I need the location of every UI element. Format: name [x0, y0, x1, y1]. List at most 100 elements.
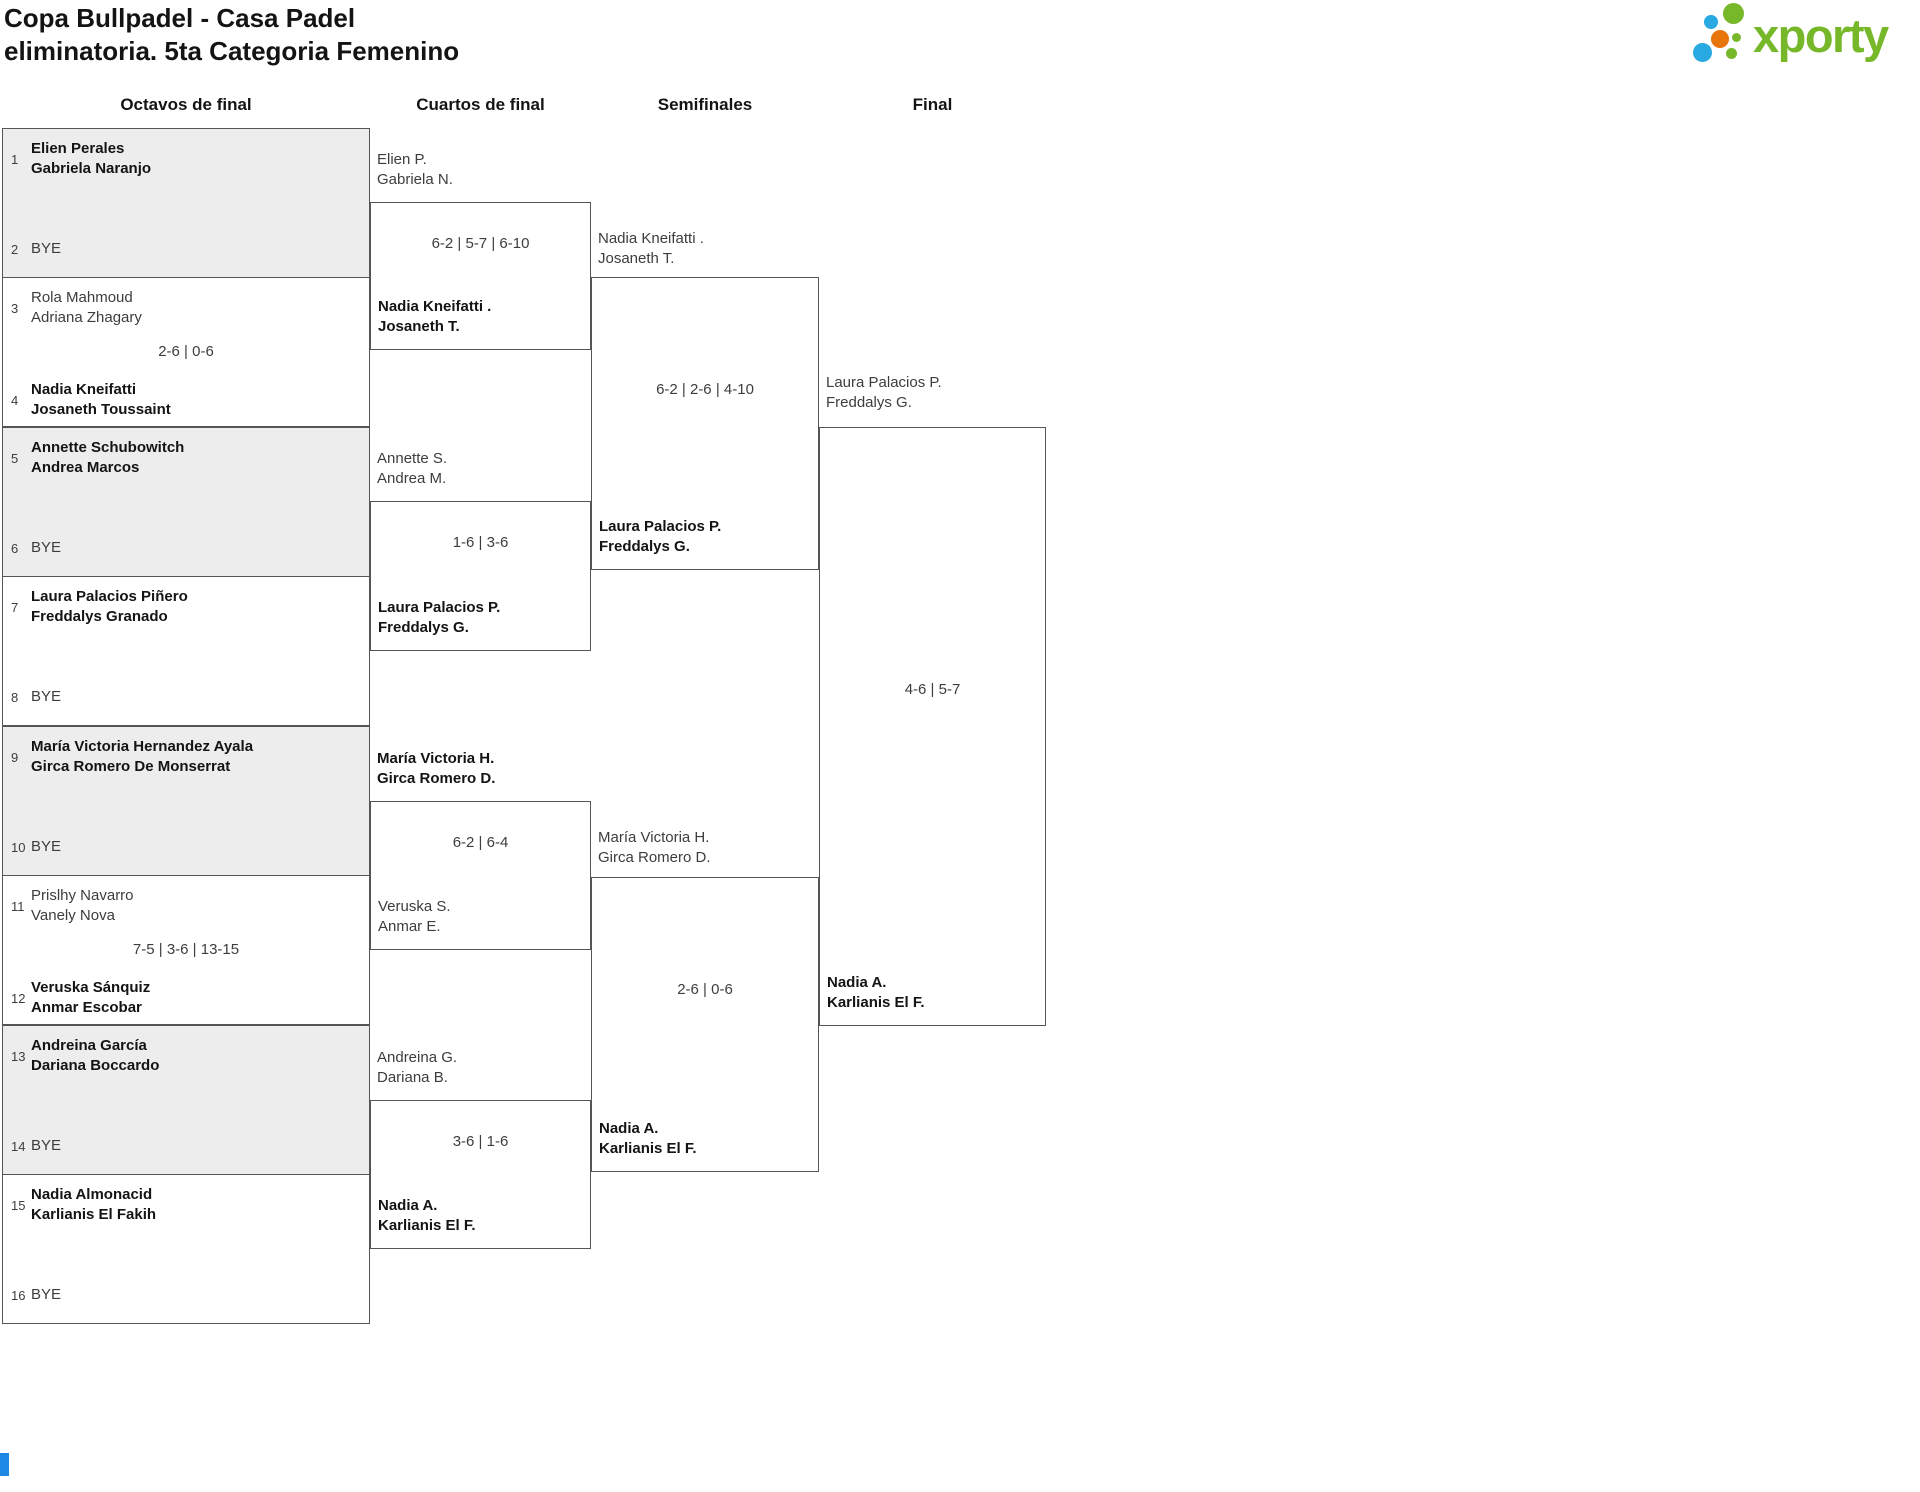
seed-number: 8 [11, 689, 19, 705]
team-name: Nadia A.Karlianis El F. [827, 974, 925, 1011]
seed-number: 5 [11, 450, 19, 466]
match-score: 6-2 | 6-4 [452, 834, 509, 851]
bye-label: BYE [31, 1137, 62, 1154]
seed-number: 10 [11, 839, 26, 855]
team-name: Laura Palacios P.Freddalys G. [378, 599, 501, 636]
team-name: Nadia Kneifatti .Josaneth T. [378, 298, 492, 335]
match-box: 6-2 | 6-4 Veruska S.Anmar E. [370, 801, 591, 950]
match-score: 2-6 | 0-6 [677, 981, 733, 998]
logo-text: xporty [1753, 9, 1889, 62]
seed-number: 9 [11, 749, 19, 765]
bye-entry: 10 BYE [3, 837, 369, 857]
seed-number: 16 [11, 1287, 26, 1303]
round-header-cuartos: Cuartos de final [416, 95, 545, 114]
bye-label: BYE [31, 1286, 62, 1303]
seed-number: 6 [11, 540, 19, 556]
team-name: Annette S.Andrea M. [377, 450, 448, 487]
seed-number: 1 [11, 151, 19, 167]
bye-label: BYE [31, 688, 62, 705]
bye-entry: 6 BYE [3, 538, 369, 558]
seed-number: 7 [11, 599, 19, 615]
bye-entry: 16 BYE [3, 1285, 369, 1305]
seed-number: 4 [11, 392, 19, 408]
match-score: 2-6 | 0-6 [158, 343, 214, 360]
page-title: Copa Bullpadel - Casa Padel eliminatoria… [4, 2, 459, 68]
match-box: 4-6 | 5-7 Nadia A.Karlianis El F. [819, 427, 1046, 1026]
match-score: 6-2 | 2-6 | 4-10 [656, 381, 754, 398]
team-name: Laura Palacios P.Freddalys G. [599, 518, 722, 555]
match-score: 7-5 | 3-6 | 13-15 [132, 941, 240, 958]
match-score: 4-6 | 5-7 [904, 681, 961, 698]
bye-label: BYE [31, 240, 62, 257]
logo-dot-green-tiny [1732, 33, 1741, 42]
match-box: 1-6 | 3-6 Laura Palacios P.Freddalys G. [370, 501, 591, 651]
match-box: 3-6 | 1-6 Nadia A.Karlianis El F. [370, 1100, 591, 1249]
seed-number: 12 [11, 990, 26, 1006]
team-name: María Victoria H.Girca Romero D. [377, 750, 496, 787]
team-name: Nadia A.Karlianis El F. [378, 1197, 476, 1234]
team-name: Laura Palacios P.Freddalys G. [826, 374, 942, 411]
team-name: María Victoria H.Girca Romero D. [598, 829, 711, 866]
round-header-octavos: Octavos de final [120, 95, 252, 114]
seed-number: 2 [11, 241, 19, 257]
team-name: Nadia A.Karlianis El F. [599, 1120, 697, 1157]
bye-label: BYE [31, 838, 62, 855]
scroll-indicator [0, 1453, 9, 1476]
team-name: Nadia Kneifatti .Josaneth T. [598, 230, 704, 267]
team-name: Elien P.Gabriela N. [377, 151, 453, 188]
match-score: 1-6 | 3-6 [452, 534, 509, 551]
bye-label: BYE [31, 539, 62, 556]
bye-entry: 14 BYE [3, 1136, 369, 1156]
logo-dot-blue-big [1693, 43, 1712, 62]
bye-entry: 2 BYE [3, 239, 369, 259]
seed-number: 11 [11, 898, 25, 914]
page-title-line1: Copa Bullpadel - Casa Padel [4, 3, 356, 33]
logo-dot-orange [1711, 30, 1729, 48]
bye-entry: 8 BYE [3, 687, 369, 707]
match-score: 6-2 | 5-7 | 6-10 [431, 235, 530, 252]
round-header-final: Final [912, 95, 953, 114]
logo-dot-blue-small [1704, 15, 1718, 29]
seed-number: 14 [11, 1138, 26, 1154]
match-box: 6-2 | 5-7 | 6-10 Nadia Kneifatti .Josane… [370, 202, 591, 350]
team-name: Veruska S.Anmar E. [378, 898, 451, 935]
logo-dot-green-small [1726, 48, 1737, 59]
logo-dot-green-big [1723, 3, 1744, 24]
match-box: 2-6 | 0-6 Nadia A.Karlianis El F. [591, 877, 819, 1172]
seed-number: 15 [11, 1197, 26, 1213]
round-header-semifinales: Semifinales [657, 95, 753, 114]
team-name: Andreina G.Dariana B. [377, 1049, 458, 1086]
seed-number: 13 [11, 1048, 26, 1064]
seed-number: 3 [11, 300, 19, 316]
match-score: 3-6 | 1-6 [452, 1133, 509, 1150]
page-title-line2: eliminatoria. 5ta Categoria Femenino [4, 36, 460, 66]
